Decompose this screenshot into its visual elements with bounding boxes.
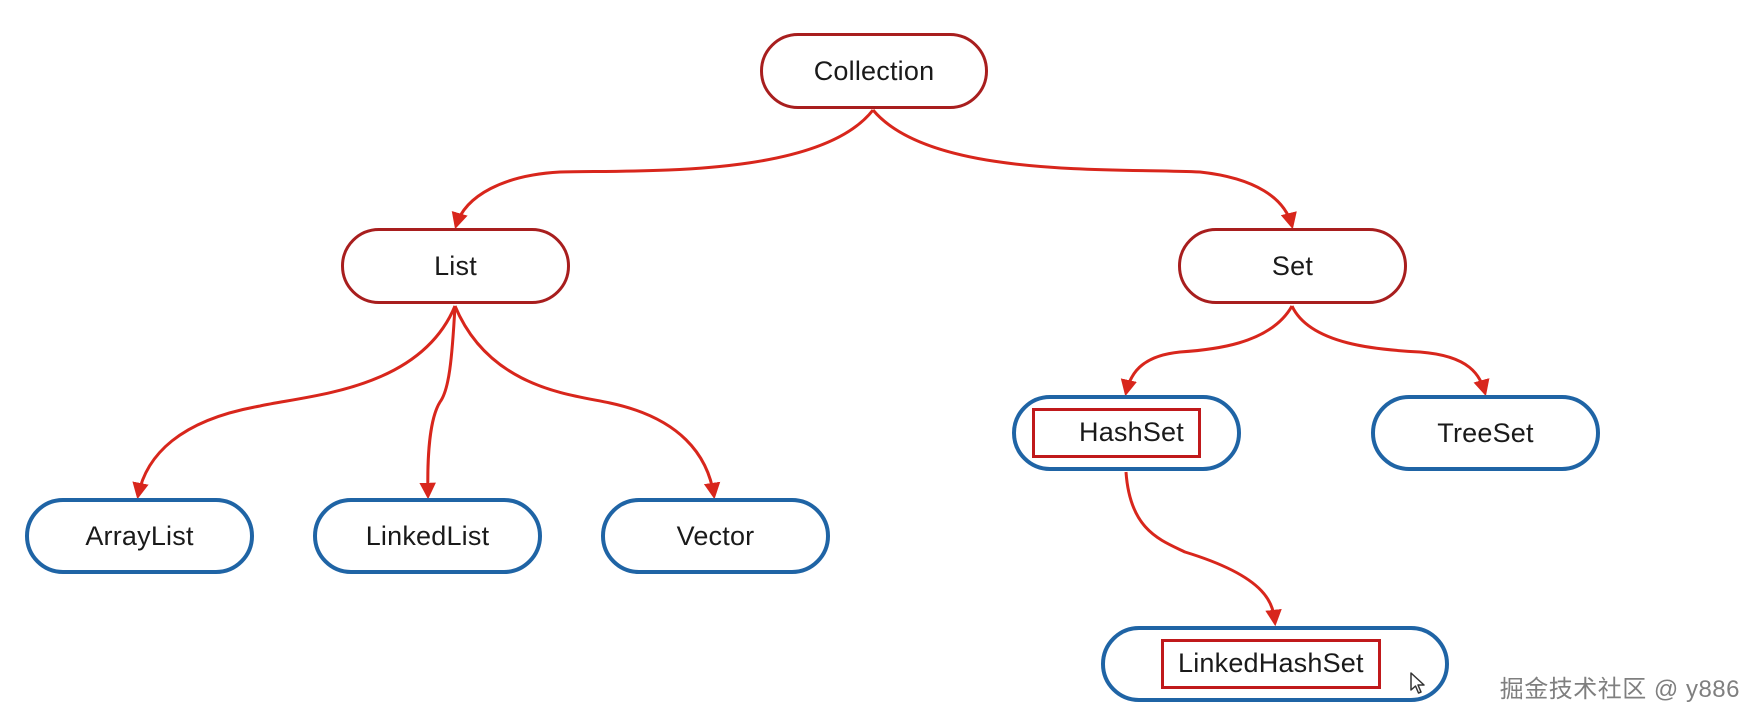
edge-hashset-linkedhashset (1124, 471, 1282, 627)
edge-collection-set (871, 109, 1297, 230)
node-linkedlist: LinkedList (313, 498, 542, 574)
node-hashset-label: HashSet (1032, 408, 1201, 458)
node-arraylist-label: ArrayList (85, 520, 194, 551)
edge-collection-list (451, 109, 875, 230)
node-treeset-label: TreeSet (1437, 417, 1534, 448)
edge-list-linkedlist (419, 305, 457, 500)
edge-set-hashset (1120, 305, 1294, 397)
node-list: List (341, 228, 570, 304)
node-linkedhashset-label: LinkedHashSet (1161, 639, 1381, 689)
node-collection-label: Collection (813, 55, 935, 86)
watermark-text: 掘金技术社区 @ y886 (1499, 676, 1740, 703)
node-hashset: HashSet (1012, 395, 1241, 471)
node-set-label: Set (1271, 250, 1314, 281)
node-vector-label: Vector (676, 520, 755, 551)
edge-list-arraylist (132, 305, 457, 500)
node-treeset: TreeSet (1371, 395, 1600, 471)
node-arraylist: ArrayList (25, 498, 254, 574)
node-collection: Collection (760, 33, 988, 109)
node-list-label: List (434, 250, 477, 281)
edge-set-treeset (1290, 305, 1490, 397)
mouse-cursor-icon (1410, 672, 1425, 694)
node-linkedhashset: LinkedHashSet (1101, 626, 1449, 702)
node-set: Set (1178, 228, 1407, 304)
node-linkedlist-label: LinkedList (365, 520, 490, 551)
edge-list-vector (453, 305, 721, 500)
node-vector: Vector (601, 498, 830, 574)
